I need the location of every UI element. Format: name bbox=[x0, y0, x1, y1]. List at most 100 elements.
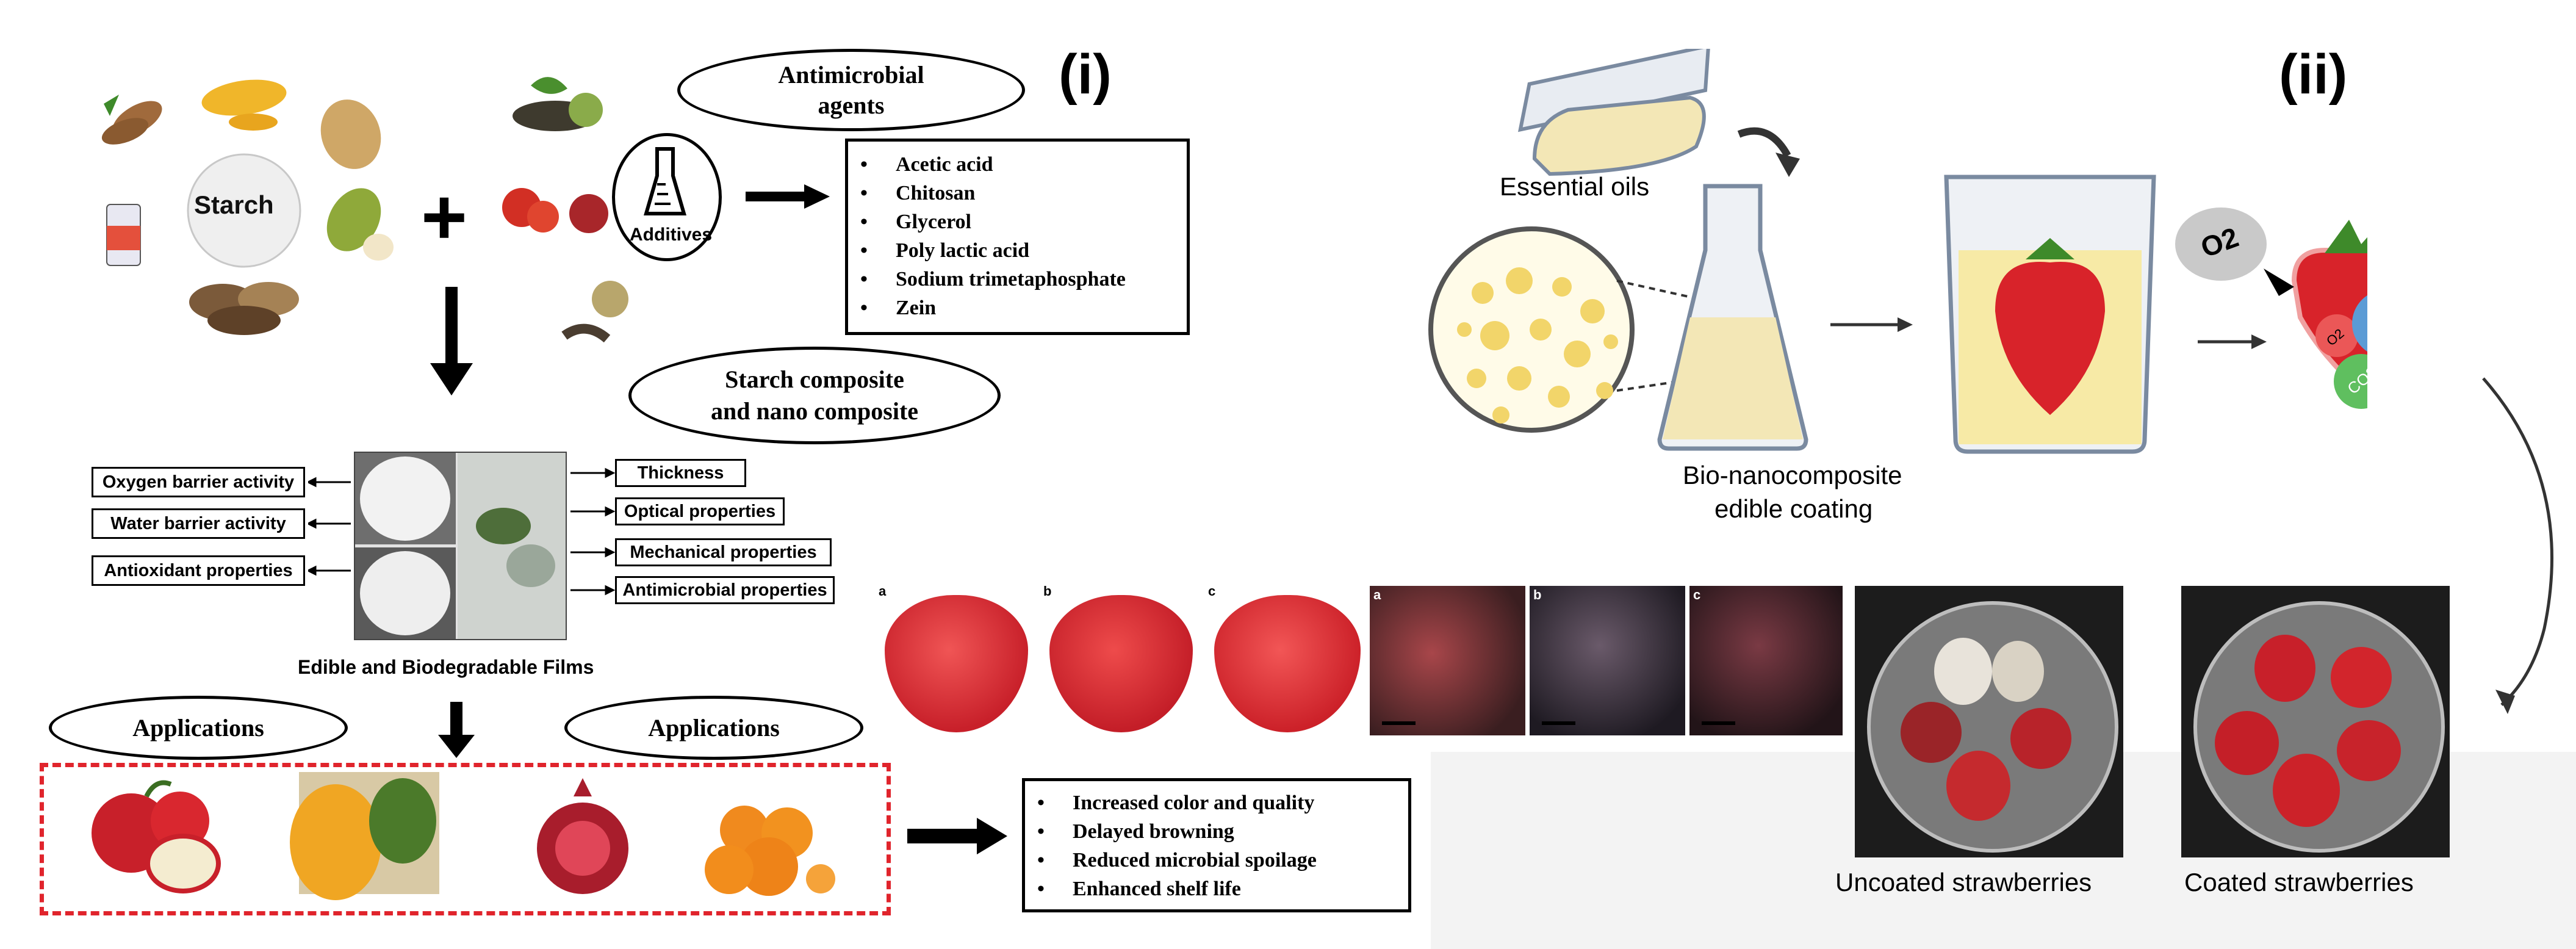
photo-letter: a bbox=[879, 583, 887, 599]
supplement-jar-icon bbox=[106, 204, 141, 266]
scale-bar bbox=[1702, 721, 1735, 725]
micrograph-photos: a b c bbox=[1370, 586, 1843, 735]
strawberry-shape bbox=[1049, 595, 1193, 732]
uncoated-caption: Uncoated strawberries bbox=[1835, 868, 2092, 897]
ellipse-line: agents bbox=[818, 91, 885, 119]
strawberry-shape bbox=[885, 595, 1028, 732]
photo-letter: b bbox=[1043, 583, 1052, 599]
pouring-flask-icon bbox=[1517, 49, 1711, 176]
antimicrobial-properties-box: Antimicrobial properties bbox=[615, 576, 835, 604]
coated-strawberries-photo bbox=[2181, 586, 2450, 857]
arrow-to-additives-list bbox=[746, 184, 830, 209]
strawberry bbox=[1901, 702, 1962, 763]
list-item: Glycerol bbox=[860, 207, 1187, 236]
mechanical-properties-box: Mechanical properties bbox=[615, 538, 832, 566]
pour-arrow-head-icon bbox=[1775, 153, 1800, 177]
ellipse-line: and nano composite bbox=[710, 397, 919, 425]
starch-sources-illustration bbox=[101, 79, 394, 335]
list-item: Zein bbox=[860, 294, 1187, 322]
applications-ellipse-left: Applications bbox=[49, 696, 348, 760]
starch-label: Starch bbox=[194, 190, 274, 219]
coating-label-line1: Bio-nanocomposite bbox=[1683, 461, 1902, 489]
strawberry bbox=[2254, 635, 2315, 702]
arrow-to-benefits bbox=[907, 818, 1007, 854]
pomegranate-icon bbox=[537, 778, 628, 894]
fresh-strawberry-photos: a b c bbox=[879, 583, 1370, 735]
applications-ellipse-right: Applications bbox=[564, 696, 863, 760]
additives-list-box: Acetic acid Chitosan Glycerol Poly lacti… bbox=[845, 139, 1190, 335]
photo-letter: c bbox=[1693, 587, 1701, 602]
oxygen-bubble-icon bbox=[2175, 207, 2267, 281]
oxygen-arrow-icon bbox=[2264, 269, 2294, 296]
avocado-icon bbox=[326, 188, 394, 261]
fruits-illustration bbox=[92, 772, 835, 900]
flask-icon bbox=[644, 147, 686, 215]
list-item: Increased color and quality bbox=[1037, 788, 1408, 817]
strawberry bbox=[2331, 647, 2392, 708]
film-disc bbox=[360, 456, 450, 541]
uncoated-strawberries-photo bbox=[1855, 586, 2123, 857]
starch-composite-ellipse: Starch composite and nano composite bbox=[628, 347, 1001, 444]
film-disc bbox=[360, 551, 450, 635]
film-photo-top-left bbox=[355, 453, 456, 544]
additives-label: Additives bbox=[630, 225, 713, 245]
curved-arrow-to-coated bbox=[2482, 377, 2553, 714]
strawberry bbox=[2273, 754, 2340, 827]
micrograph-photo-b: b bbox=[1530, 586, 1685, 735]
benefits-box: Increased color and quality Delayed brow… bbox=[1022, 778, 1411, 912]
tubers-icon bbox=[189, 282, 299, 335]
ellipse-line: Applications bbox=[132, 714, 264, 742]
strawberry-photo-b: b bbox=[1043, 583, 1196, 735]
micrograph-photo-c: c bbox=[1689, 586, 1843, 735]
orange-icon bbox=[705, 806, 835, 896]
arrow-down-to-applications bbox=[438, 702, 475, 758]
strawberry-shape bbox=[1214, 595, 1361, 732]
cassava-icon bbox=[101, 95, 162, 145]
apple-icon bbox=[92, 780, 221, 893]
essential-oils-label: Essential oils bbox=[1500, 172, 1650, 201]
strawberry-photo-a: a bbox=[879, 583, 1031, 735]
coating-process-illustration bbox=[1428, 49, 2367, 454]
list-item: Sodium trimetaphosphate bbox=[860, 265, 1187, 294]
scale-bar bbox=[1542, 721, 1575, 725]
scale-bar bbox=[1382, 721, 1416, 725]
corn-icon bbox=[201, 79, 287, 131]
photo-letter: c bbox=[1208, 583, 1216, 599]
beaker-icon bbox=[1944, 175, 2156, 454]
tomato-icon bbox=[502, 188, 608, 233]
list-item: Delayed browning bbox=[1037, 817, 1408, 846]
panel-ii-label: (ii) bbox=[2279, 43, 2348, 106]
moldy-strawberry bbox=[1934, 638, 1992, 705]
ellipse-line: Applications bbox=[648, 714, 780, 742]
photo-letter: b bbox=[1533, 587, 1542, 602]
photo-letter: a bbox=[1373, 587, 1381, 602]
strawberry-photo-c: c bbox=[1208, 583, 1367, 735]
arrow-down-to-films bbox=[430, 287, 473, 395]
micrograph-photo-a: a bbox=[1370, 586, 1525, 735]
coated-caption: Coated strawberries bbox=[2184, 868, 2414, 897]
water-barrier-box: Water barrier activity bbox=[92, 508, 305, 539]
list-item: Acetic acid bbox=[860, 150, 1187, 179]
plus-icon: + bbox=[421, 172, 467, 261]
list-item: Reduced microbial spoilage bbox=[1037, 846, 1408, 875]
oxygen-barrier-box: Oxygen barrier activity bbox=[92, 467, 305, 497]
leaf-shape bbox=[476, 508, 531, 544]
antioxidant-box: Antioxidant properties bbox=[92, 555, 305, 586]
pour-arrow-icon bbox=[1737, 127, 1791, 157]
films-caption: Edible and Biodegradable Films bbox=[298, 656, 594, 678]
ellipse-line: Starch composite bbox=[725, 366, 904, 393]
erlenmeyer-flask-icon bbox=[1657, 184, 1808, 451]
coated-strawberry-icon bbox=[2291, 220, 2367, 409]
additives-list: Acetic acid Chitosan Glycerol Poly lacti… bbox=[848, 150, 1187, 322]
film-photo-plant bbox=[458, 453, 566, 639]
emulsion-magnified-icon bbox=[1428, 226, 1635, 433]
strawberry bbox=[2215, 711, 2279, 775]
ellipse-line: Antimicrobial bbox=[778, 60, 924, 88]
strawberry bbox=[2010, 708, 2071, 769]
molecule-label-h2o-small: H2O bbox=[2452, 373, 2478, 398]
moldy-strawberry bbox=[1992, 641, 2044, 702]
additives-circle bbox=[612, 133, 722, 261]
list-item: Enhanced shelf life bbox=[1037, 875, 1408, 903]
coating-label-line2: edible coating bbox=[1714, 494, 1873, 523]
applications-fruits-box bbox=[40, 763, 891, 915]
